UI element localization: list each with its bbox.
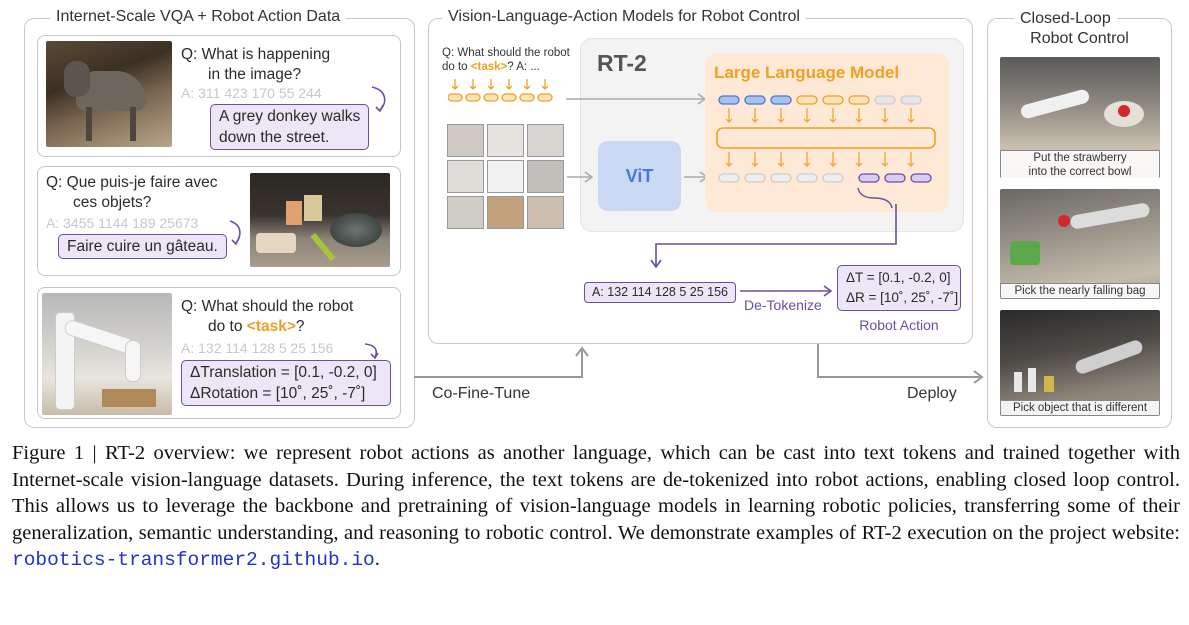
action-token-brace (650, 187, 897, 269)
llm-label: Large Language Model (714, 63, 900, 82)
cofinetune-label: Co-Fine-Tune (432, 385, 531, 402)
detokenize-label: De-Tokenize (744, 297, 822, 313)
closed-loop-image-2: Pick the nearly falling bag (1000, 189, 1160, 299)
detokenize-arrow (740, 285, 833, 297)
action-tokens-box: A: 132 114 128 5 25 156 (584, 282, 736, 303)
prompt-token-row (447, 78, 560, 106)
vqa-question-3: Q: What should the robot do to <task>? (181, 298, 354, 335)
vqa-tokens-1: A: 311 423 170 55 244 (181, 85, 322, 101)
vqa-question-2: Q: Que puis-je faire avec ces objets? (46, 174, 218, 211)
deploy-label: Deploy (907, 385, 957, 402)
vit-label: ViT (625, 166, 654, 186)
cofinetune-arrow (414, 346, 589, 378)
robot-arm-image (42, 293, 172, 415)
vqa-answer-2: Faire cuire un gâteau. (58, 234, 227, 259)
curved-arrow-icon (371, 86, 386, 113)
robot-action-label: Robot Action (859, 317, 939, 333)
curved-arrow-icon (364, 343, 379, 360)
llm-internals (716, 95, 936, 183)
closed-loop-image-1: Put the strawberry into the correct bowl (1000, 57, 1160, 178)
figure-caption: Figure 1 | RT-2 overview: we represent r… (12, 442, 1180, 571)
vqa-tokens-2: A: 3455 1144 189 25673 (46, 215, 199, 231)
vqa-answer-1: A grey donkey walks down the street. (210, 104, 370, 150)
rt2-label: RT-2 (597, 50, 647, 76)
closed-loop-image-3: Pick object that is different (1000, 310, 1160, 416)
closed-loop-caption-2: Pick the nearly falling bag (1000, 283, 1160, 299)
patches-to-vit-arrow (567, 171, 594, 183)
vla-panel-title: Vision-Language-Action Models for Robot … (442, 8, 806, 26)
deploy-arrow (817, 344, 984, 384)
donkey-image (46, 41, 172, 147)
vqa-panel-title: Internet-Scale VQA + Robot Action Data (50, 8, 347, 26)
llm-box (705, 53, 949, 212)
curved-arrow-icon (229, 220, 241, 246)
closed-loop-title-line2: Robot Control (1030, 30, 1129, 47)
vqa-question-1: Q: What is happening in the image? (181, 46, 331, 83)
closed-loop-title: Closed-Loop (1014, 8, 1117, 30)
vqa-tokens-3: A: 132 114 128 5 25 156 (181, 340, 334, 356)
project-website-link[interactable]: robotics-transformer2.github.io (12, 549, 375, 571)
image-patches-grid (447, 124, 564, 229)
robot-action-box: ΔT = [0.1, -0.2, 0] ΔR = [10˚, 25˚, -7˚] (837, 265, 961, 311)
vit-encoder-box (598, 141, 681, 211)
closed-loop-caption-3: Pick object that is different (1000, 400, 1160, 416)
prompt-to-llm-arrow (566, 93, 707, 105)
closed-loop-caption-1: Put the strawberry into the correct bowl (1000, 150, 1160, 178)
prompt-text: Q: What should the robot do to <task>? A… (442, 47, 570, 73)
vqa-answer-3: ΔTranslation = [0.1, -0.2, 0] ΔRotation … (181, 360, 391, 406)
kitchen-objects-image (250, 173, 390, 267)
